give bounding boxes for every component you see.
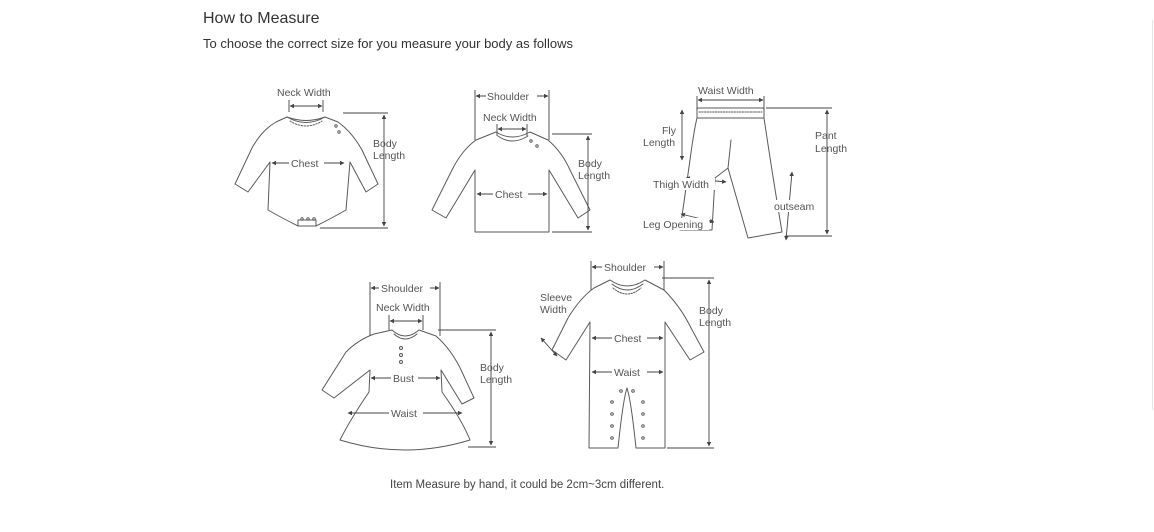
- dress-body-label: Body: [480, 362, 505, 374]
- top-neck-width-label: Neck Width: [483, 112, 537, 124]
- dress-shoulder-label: Shoulder: [381, 283, 424, 295]
- top-diagram: Shoulder Neck Width Chest Body Length: [431, 90, 610, 233]
- bodysuit-neck-width-label: Neck Width: [277, 87, 331, 99]
- top-length-label: Length: [578, 170, 610, 182]
- pants-leg-opening-label: Leg Opening: [643, 219, 703, 231]
- bodysuit-diagram: Neck Width Chest Body Length: [234, 87, 405, 229]
- top-shoulder-label: Shoulder: [487, 91, 530, 103]
- romper-waist-label: Waist: [614, 367, 640, 379]
- romper-chest-label: Chest: [614, 333, 642, 345]
- romper-body-label: Body: [699, 305, 724, 317]
- romper-outline: [551, 279, 705, 449]
- bodysuit-body-label: Body: [373, 138, 398, 150]
- pants-thigh-width-label: Thigh Width: [653, 179, 709, 191]
- romper-sleeve-width-label: Width: [540, 304, 567, 316]
- right-divider: [1152, 20, 1153, 410]
- pants-outline: [679, 107, 783, 239]
- pants-pant-label: Pant: [815, 130, 837, 142]
- top-outline: [431, 131, 591, 233]
- bodysuit-outline: [234, 116, 379, 227]
- dress-bust-label: Bust: [393, 373, 414, 385]
- page-subtitle: To choose the correct size for you measu…: [203, 36, 573, 51]
- pants-outseam-label: outseam: [774, 201, 815, 213]
- pants-waist-width-label: Waist Width: [698, 85, 754, 97]
- romper-diagram: Shoulder Sleeve Width Chest Waist Body L…: [540, 261, 731, 449]
- bodysuit-length-label: Length: [373, 150, 405, 162]
- romper-shoulder-label: Shoulder: [604, 262, 647, 274]
- dress-diagram: Shoulder Neck Width Bust Waist Body Leng…: [321, 282, 512, 451]
- dress-waist-label: Waist: [391, 408, 417, 420]
- bodysuit-chest-label: Chest: [291, 158, 319, 170]
- top-chest-label: Chest: [495, 189, 523, 201]
- pants-fly-length-label: Length: [643, 137, 675, 149]
- dress-outline: [321, 329, 475, 451]
- page-title: How to Measure: [203, 10, 320, 27]
- dress-length-label: Length: [480, 374, 512, 386]
- pants-pant-length-label: Length: [815, 143, 847, 155]
- dress-neck-width-label: Neck Width: [376, 302, 430, 314]
- pants-diagram: Waist Width Fly Length Pant Length Thigh…: [641, 85, 847, 241]
- measurement-note: Item Measure by hand, it could be 2cm~3c…: [390, 479, 665, 491]
- pants-fly-label: Fly: [662, 125, 677, 137]
- top-body-label: Body: [578, 158, 603, 170]
- romper-length-label: Length: [699, 317, 731, 329]
- romper-sleeve-label: Sleeve: [540, 292, 572, 304]
